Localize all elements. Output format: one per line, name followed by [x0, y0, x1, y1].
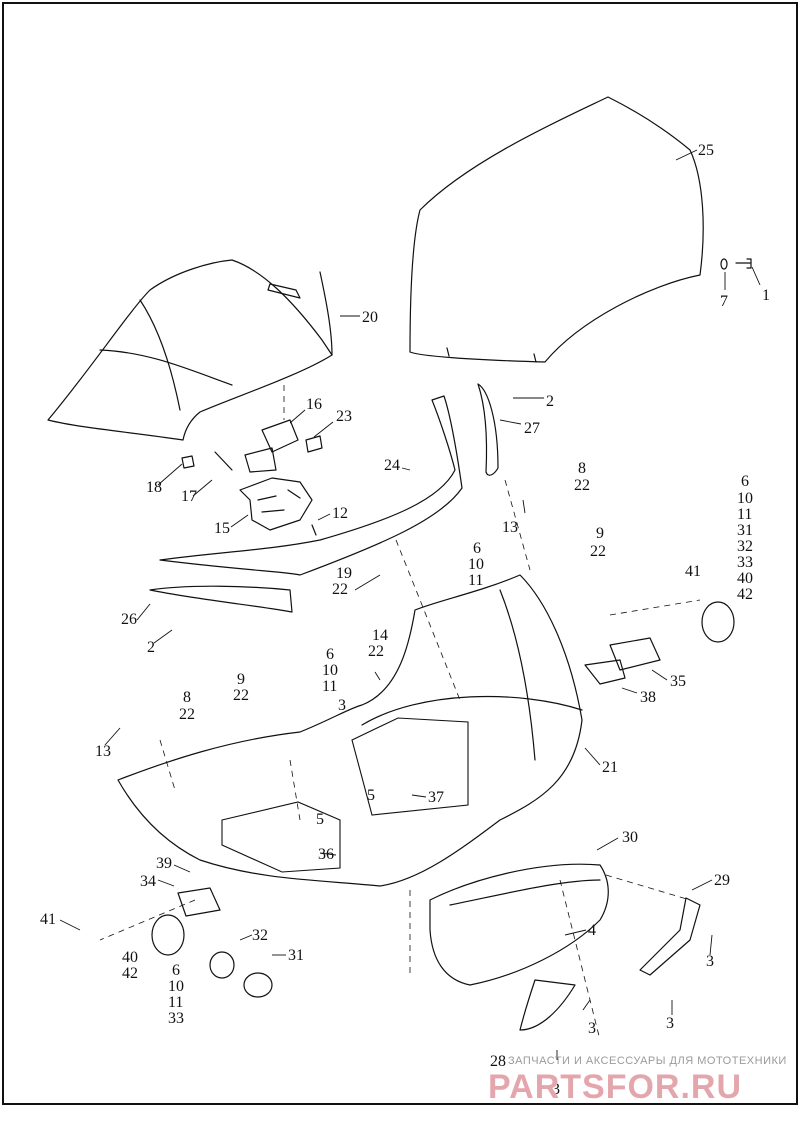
callout-label: 35	[670, 673, 686, 690]
callout-label: 41	[685, 563, 701, 580]
callout-label: 32	[252, 927, 268, 944]
callout-label: 22	[590, 543, 606, 560]
callout-label: 5	[367, 787, 375, 804]
callout-labels: 25 1 7 20 2 27 16 23 24 18 17 15 12 8 22…	[40, 142, 770, 1098]
screw-part	[735, 258, 752, 269]
callout-label: 19	[336, 565, 352, 582]
callout-label: 3	[666, 1015, 674, 1032]
callout-label: 22	[233, 687, 249, 704]
callout-label: 40	[737, 570, 753, 587]
callout-label: 17	[181, 488, 197, 505]
callout-label: 3	[706, 953, 714, 970]
callout-label: 10	[168, 978, 184, 995]
outer-fairing-part	[117, 574, 583, 887]
callout-label: 26	[121, 611, 137, 628]
callout-label: 16	[306, 396, 322, 413]
callout-label: 22	[574, 477, 590, 494]
callout-label: 21	[602, 759, 618, 776]
callout-label: 11	[322, 678, 337, 695]
callout-label: 8	[183, 689, 191, 706]
bracket-34	[177, 887, 221, 917]
callout-label: 3	[338, 697, 346, 714]
callout-label: 20	[362, 309, 378, 326]
callout-label: 9	[237, 671, 245, 688]
inset-detail-36	[221, 801, 341, 873]
lamp-32	[209, 951, 235, 979]
callout-label: 13	[95, 743, 111, 760]
callout-label: 22	[332, 581, 348, 598]
side-bracket-part	[639, 897, 701, 976]
diagram-border	[2, 2, 798, 1105]
callout-label: 12	[332, 505, 348, 522]
deflector-part	[477, 383, 499, 476]
callout-label: 3	[588, 1020, 596, 1037]
callout-label: 23	[336, 408, 352, 425]
mount-bracket-part	[261, 419, 299, 453]
callout-label: 38	[640, 689, 656, 706]
inner-fairing-part	[47, 259, 333, 441]
callout-label: 42	[122, 965, 138, 982]
callout-label: 6	[172, 962, 180, 979]
callout-label: 33	[168, 1010, 184, 1027]
callout-label: 10	[468, 556, 484, 573]
callout-label: 29	[714, 872, 730, 889]
callout-label: 22	[179, 706, 195, 723]
callout-label: 5	[316, 811, 324, 828]
lower-bracket-part	[519, 979, 576, 1031]
callout-label: 8	[578, 460, 586, 477]
callout-label: 2	[546, 393, 554, 410]
callout-label: 31	[288, 947, 304, 964]
callout-label: 6	[741, 473, 749, 490]
callout-label: 24	[384, 457, 400, 474]
callout-label: 11	[737, 506, 752, 523]
lower-strip-part	[149, 585, 293, 613]
callout-label: 34	[140, 873, 156, 890]
turn-signal-right	[701, 601, 735, 643]
callout-label: 14	[372, 627, 388, 644]
callout-label: 31	[737, 522, 753, 539]
callout-label: 32	[737, 538, 753, 555]
callout-label: 11	[468, 572, 483, 589]
watermark-brand: PARTSFOR.RU	[488, 1068, 742, 1106]
callout-label: 1	[762, 287, 770, 304]
callout-label: 9	[596, 525, 604, 542]
bracket-35	[609, 637, 661, 671]
support-bracket-part	[239, 477, 313, 531]
callout-label: 30	[622, 829, 638, 846]
windshield-part	[409, 96, 704, 363]
washer-part	[720, 258, 728, 270]
callout-label: 33	[737, 554, 753, 571]
callout-label: 22	[368, 643, 384, 660]
callout-label: 3	[552, 1081, 560, 1098]
bracket-38	[584, 659, 626, 685]
callout-label: 27	[524, 420, 540, 437]
callout-label: 39	[156, 855, 172, 872]
callout-label: 6	[326, 646, 334, 663]
callout-label: 41	[40, 911, 56, 928]
watermark-tagline: ЗАПЧАСТИ И АКСЕССУАРЫ ДЛЯ МОТОТЕХНИКИ	[508, 1055, 787, 1067]
headlamp-housing-part	[429, 863, 609, 986]
trim-strip-part	[159, 395, 463, 576]
callout-label: 10	[322, 662, 338, 679]
callout-label: 28	[490, 1053, 506, 1070]
inset-detail-37	[351, 717, 469, 816]
callout-label: 11	[168, 994, 183, 1011]
callout-label: 2	[147, 639, 155, 656]
callout-label: 13	[502, 519, 518, 536]
callout-label: 10	[737, 490, 753, 507]
callout-label: 36	[318, 846, 334, 863]
callout-label: 4	[588, 922, 596, 939]
callout-label: 40	[122, 949, 138, 966]
callout-label: 25	[698, 142, 714, 159]
turn-signal-left	[151, 914, 185, 956]
callout-label: 6	[473, 540, 481, 557]
callout-label: 37	[428, 789, 444, 806]
callout-label: 18	[146, 479, 162, 496]
lamp-31	[243, 972, 273, 998]
callout-label: 42	[737, 586, 753, 603]
callout-label: 7	[720, 293, 728, 310]
callout-label: 15	[214, 520, 230, 537]
